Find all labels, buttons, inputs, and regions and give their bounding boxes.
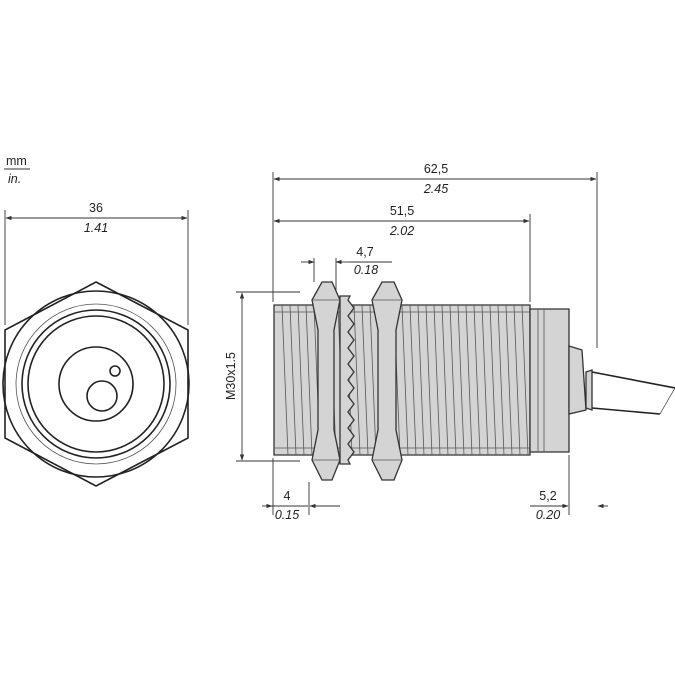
rear-cap xyxy=(529,308,570,453)
thread-line xyxy=(473,304,481,456)
front-offset-mm: 4 xyxy=(284,489,291,503)
thread-line xyxy=(505,304,513,456)
rear-length-mm: 5,2 xyxy=(539,489,556,503)
hex-width-mm: 36 xyxy=(89,201,103,215)
cable xyxy=(591,371,675,415)
thread-line xyxy=(353,304,361,456)
threaded-body xyxy=(273,304,531,456)
thread-label: M30x1.5 xyxy=(224,352,238,400)
front-view: 36 1.41 xyxy=(2,201,190,487)
gland-tip xyxy=(585,369,593,411)
thread-line xyxy=(281,304,289,456)
thread-line xyxy=(361,304,369,456)
thread-ring-inner xyxy=(21,309,171,459)
thread-line xyxy=(433,304,441,456)
overall-length-in: 2.45 xyxy=(423,182,448,196)
outer-ring xyxy=(2,290,190,478)
sensing-face xyxy=(58,346,134,422)
hex-nut-outline xyxy=(4,281,189,487)
thread-line xyxy=(441,304,449,456)
thread-line xyxy=(297,304,305,456)
thread-line xyxy=(465,304,473,456)
cable-cut xyxy=(659,387,675,415)
body-length-in: 2.02 xyxy=(389,224,414,238)
thread-line xyxy=(305,304,313,456)
thread-line xyxy=(425,304,433,456)
nut-width-in: 0.18 xyxy=(354,263,378,277)
thread-line xyxy=(369,304,377,456)
side-view: 62,5 2.45 51,5 2.02 4,7 0.18 M30x1.5 xyxy=(224,162,675,522)
sensing-element xyxy=(86,380,118,412)
thread-ring-outer xyxy=(15,303,177,465)
overall-length-mm: 62,5 xyxy=(424,162,448,176)
thread-line xyxy=(497,304,505,456)
thread-line xyxy=(289,304,297,456)
thread-line xyxy=(417,304,425,456)
lock-washer xyxy=(339,295,355,465)
front-offset-in: 0.15 xyxy=(275,508,299,522)
unit-in-label: in. xyxy=(8,172,21,186)
thread-line xyxy=(481,304,489,456)
unit-mm-label: mm xyxy=(6,154,27,168)
cable-gland xyxy=(568,345,587,415)
thread-line xyxy=(449,304,457,456)
sensor-face-ring xyxy=(27,315,165,453)
hex-width-in: 1.41 xyxy=(84,221,108,235)
thread-line xyxy=(409,304,417,456)
thread-lines xyxy=(281,304,529,456)
thread-line xyxy=(401,304,409,456)
thread-line xyxy=(489,304,497,456)
thread-line xyxy=(457,304,465,456)
indicator-led xyxy=(109,365,121,377)
units-legend: mm in. xyxy=(4,154,30,186)
rear-length-in: 0.20 xyxy=(536,508,560,522)
nut-width-mm: 4,7 xyxy=(356,245,373,259)
body-length-mm: 51,5 xyxy=(390,204,414,218)
thread-line xyxy=(521,304,529,456)
thread-line xyxy=(513,304,521,456)
